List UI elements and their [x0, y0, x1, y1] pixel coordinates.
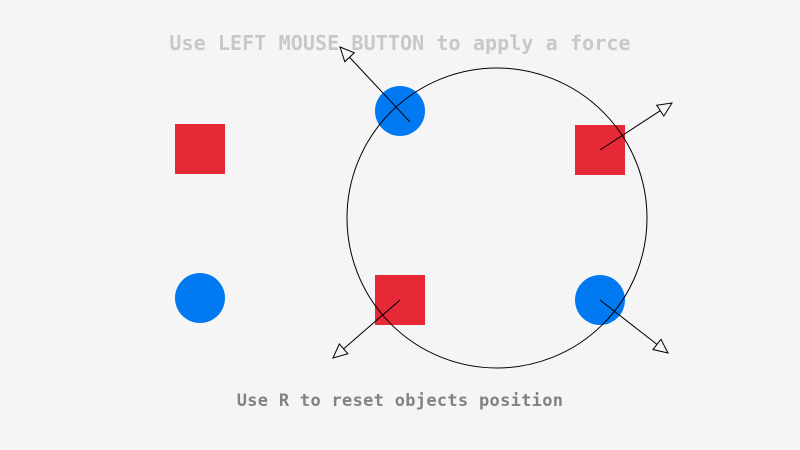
force-arrow-bottom-left-head-icon — [332, 343, 349, 359]
force-arrow-top-left-head-icon — [339, 46, 356, 63]
force-arrow-top-left-line — [349, 56, 411, 123]
hint-apply-force: Use LEFT MOUSE BUTTON to apply a force — [169, 31, 631, 55]
force-arrow-top-right-line — [599, 110, 661, 151]
hint-reset: Use R to reset objects position — [236, 391, 564, 411]
force-arrow-bottom-left-line — [343, 299, 401, 350]
boundary-circle — [346, 67, 648, 369]
red-square-left[interactable] — [175, 124, 225, 174]
force-arrow-top-right-head-icon — [655, 102, 673, 118]
force-arrow-bottom-right-line — [599, 299, 658, 345]
blue-circle-left[interactable] — [175, 273, 225, 323]
force-arrow-bottom-right-head-icon — [652, 338, 669, 354]
